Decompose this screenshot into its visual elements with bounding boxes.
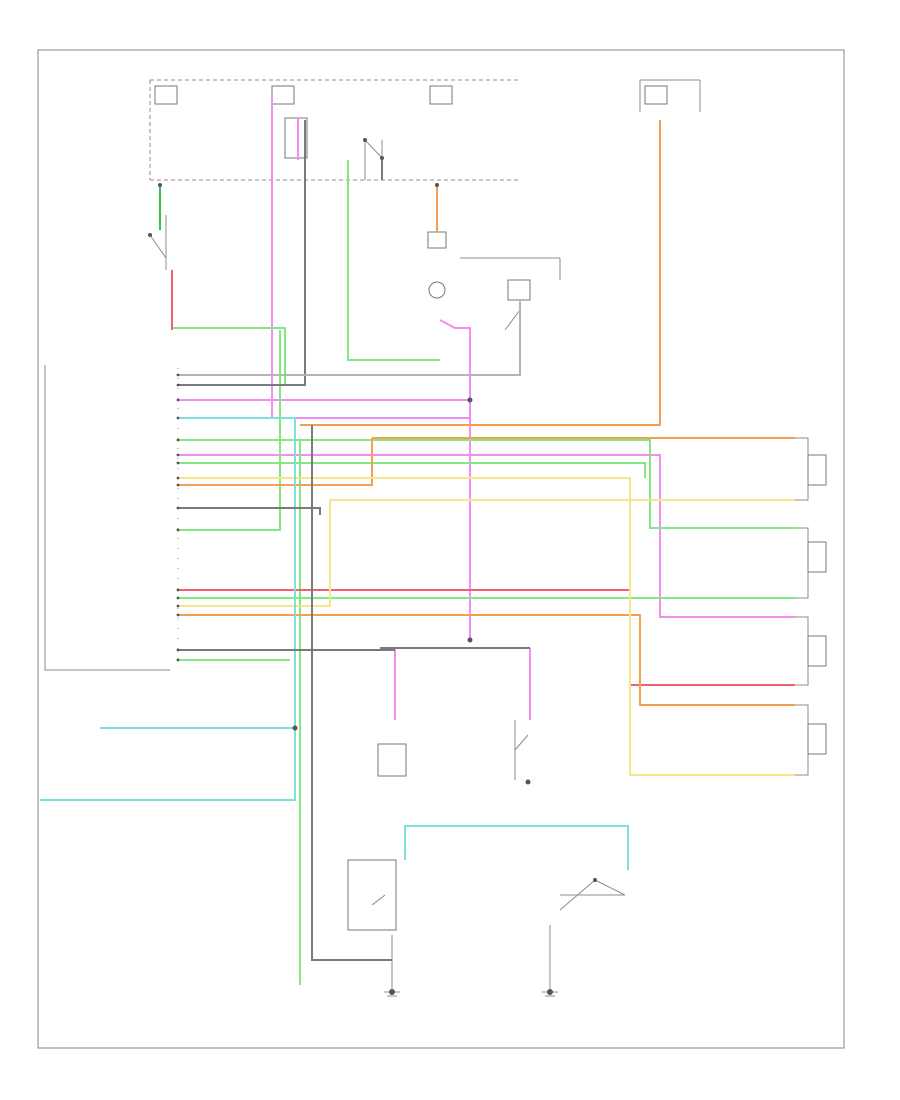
wire-lblue-3 (404, 825, 629, 870)
wire-lgreen-3 (178, 439, 795, 529)
lr-wheel-sensor (795, 616, 827, 686)
wire-lblue-1 (40, 417, 296, 801)
wire-lgreen-1 (347, 160, 440, 361)
lf-wheel-sensor (795, 437, 827, 501)
wire-layer (40, 100, 795, 985)
abs-module (44, 365, 179, 671)
ground-right (542, 925, 558, 997)
wire-yellow-3 (178, 500, 331, 607)
splice-points (158, 183, 473, 731)
wire-pink-2 (178, 399, 471, 640)
diagram-border (37, 49, 845, 1049)
pump-motor-relay (427, 231, 561, 331)
wire-orange-4 (178, 614, 795, 706)
wire-gray-1 (178, 300, 521, 376)
wire-lgreen-5 (178, 330, 281, 531)
abs-control-relay-box (377, 743, 407, 777)
wire-pink-3 (439, 319, 471, 400)
diagnostic-switch (559, 878, 626, 911)
parking-brake-switch (347, 859, 397, 931)
wire-dark-3 (178, 507, 321, 515)
wire-dark-2 (311, 425, 392, 961)
rf-wheel-sensor (795, 527, 827, 599)
rr-wheel-sensor (795, 704, 827, 776)
wire-lgreen-2 (172, 327, 286, 385)
fuse-panel (149, 79, 701, 181)
wire-red-2 (178, 589, 795, 686)
brake-pedal-switch (148, 215, 167, 270)
hydraulic-pressure-switch (514, 720, 531, 785)
wire-orange-5 (178, 438, 373, 486)
module-pins (176, 373, 180, 662)
ground-left (384, 935, 400, 997)
brake-switch (363, 138, 384, 180)
wire-pink-7 (178, 454, 795, 618)
wire-dark-1 (178, 120, 306, 386)
wire-lgreen-6 (178, 462, 646, 478)
wire-yellow-1 (178, 477, 795, 776)
wire-orange-1 (300, 120, 661, 426)
